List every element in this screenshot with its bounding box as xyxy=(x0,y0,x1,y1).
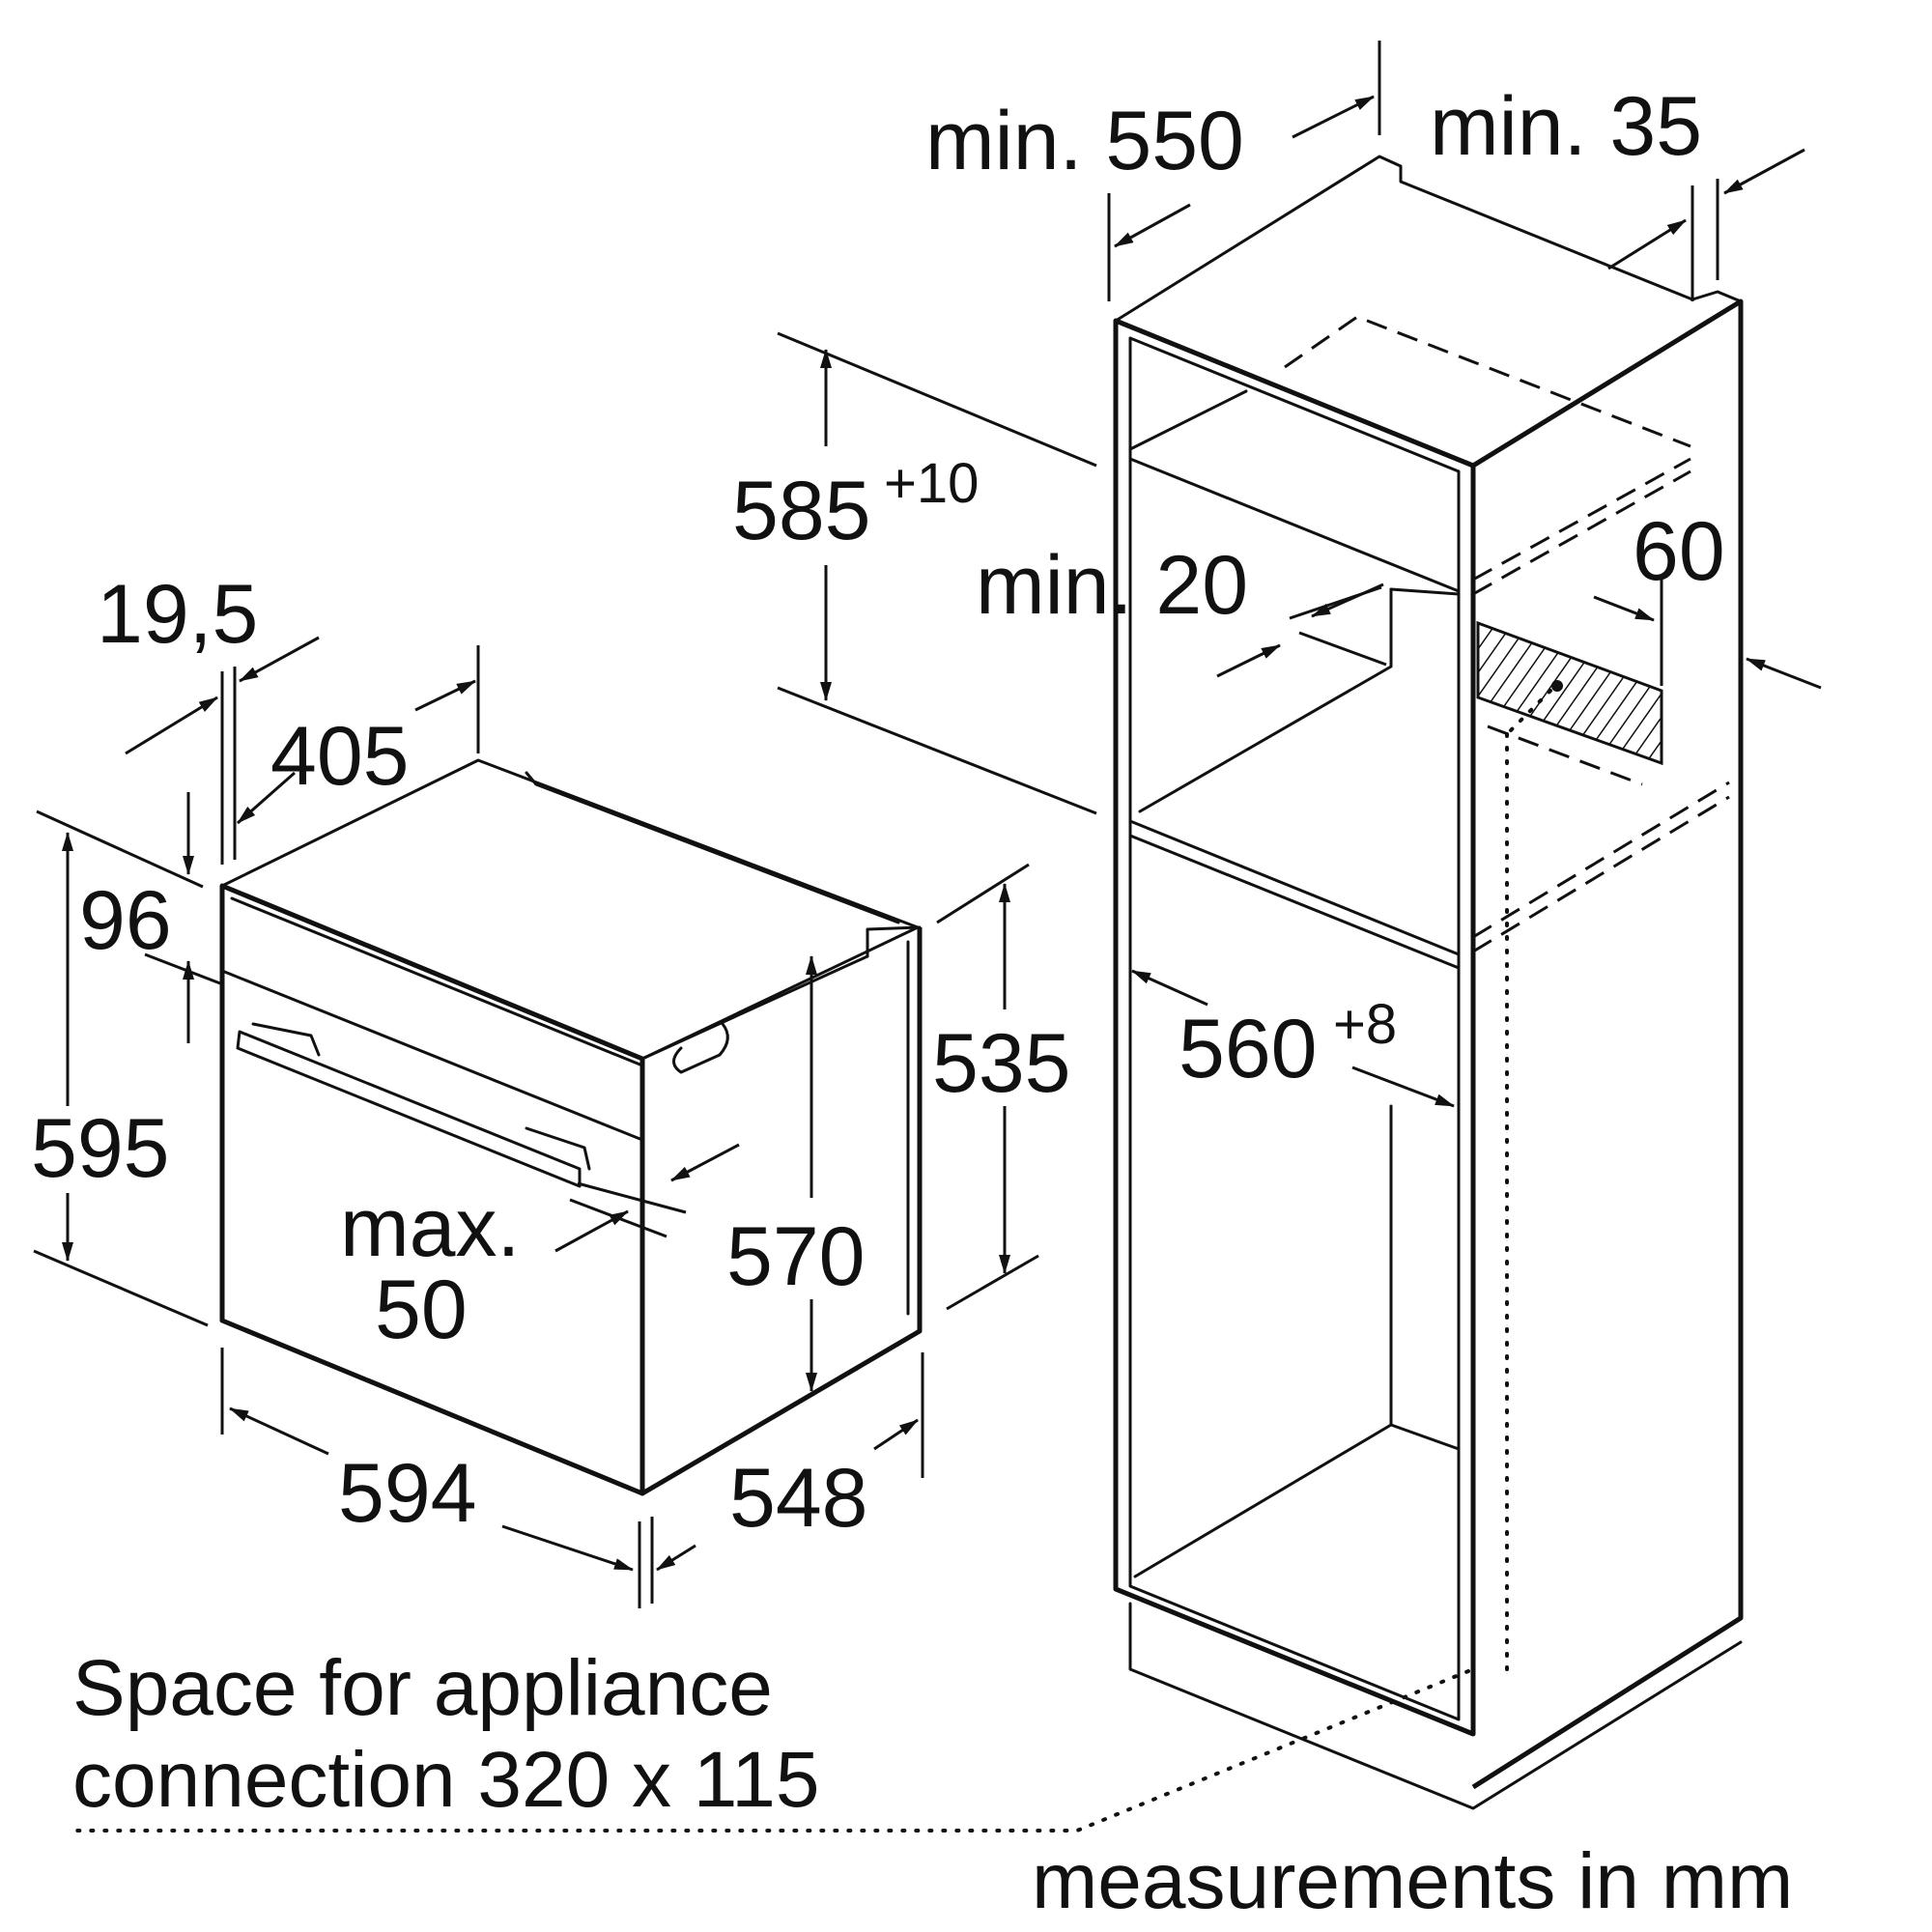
dim-arrow-594-right xyxy=(501,1524,634,1572)
cabinet-lower-floor xyxy=(1133,1423,1461,1578)
cabinet-hidden-mid xyxy=(1487,724,1643,786)
dim-arrow-max50-in xyxy=(670,1143,740,1182)
cabinet-hidden-lower-right-2 xyxy=(1472,781,1730,939)
dim-arrow-19-5-right xyxy=(239,636,320,683)
oven-mounting-clip xyxy=(672,1022,729,1074)
oven-control-panel-top xyxy=(230,896,644,1067)
dim-arrow-max50-out xyxy=(554,1209,629,1253)
dim-label-570: 570 xyxy=(726,1210,866,1303)
cabinet-shelf-upper xyxy=(1128,457,1461,593)
cabinet-top xyxy=(1114,155,1743,468)
dim-arrow-560-left xyxy=(1131,969,1208,1007)
dim-arrow-594-left xyxy=(229,1406,329,1456)
dim-arrow-560-right xyxy=(1351,1065,1455,1108)
oven-side-step-front xyxy=(640,954,869,1061)
dim-label-19-5: 19,5 xyxy=(97,568,258,661)
dim-arrow-min550-left xyxy=(1114,203,1191,248)
oven-handle-bracket-left xyxy=(251,1022,321,1057)
note-space-line2: connection 320 x 115 xyxy=(72,1736,820,1824)
connection-point xyxy=(1551,680,1563,692)
oven-side-step xyxy=(866,925,922,958)
oven-top xyxy=(220,758,920,1061)
dim-label-535: 535 xyxy=(932,1017,1071,1110)
oven-handle-bracket-right xyxy=(525,1126,591,1171)
dim-arrow-min35-right xyxy=(1723,148,1805,195)
oven-door-handle xyxy=(236,1030,582,1188)
appliance-connection-area xyxy=(1476,620,1663,766)
dim-arrow-19-5-left xyxy=(125,696,218,755)
oven-drawing xyxy=(219,758,923,1496)
connection-dotted-vertical-2 xyxy=(1505,689,1552,736)
cabinet-niche-back-vertical xyxy=(1389,587,1461,596)
dim-label-560-tolerance: +8 xyxy=(1333,993,1397,1056)
dim-label-560: 560 xyxy=(1179,1003,1318,1095)
dim-label-585: 585 xyxy=(732,465,871,557)
dim-label-595: 595 xyxy=(31,1102,170,1195)
dim-label-96: 96 xyxy=(79,874,172,967)
cabinet-hidden-upper-right-2 xyxy=(1472,469,1691,596)
dim-arrow-405-right xyxy=(414,679,476,712)
note-units: measurements in mm xyxy=(1032,1837,1793,1925)
cabinet-shelf-niche-front xyxy=(1128,834,1461,970)
dim-label-405: 405 xyxy=(270,710,410,803)
dim-label-min550: min. 550 xyxy=(925,95,1244,187)
cabinet-dimensions: min. 550 min. 35 585 +10 min. 20 60 560 … xyxy=(732,41,1822,1108)
cabinet-niche-back-diag xyxy=(1138,587,1393,813)
dim-label-max-line2: 50 xyxy=(375,1264,468,1356)
cabinet-shelf-niche-top xyxy=(1128,819,1461,956)
cabinet-front-inner xyxy=(1128,336,1461,1721)
cabinet-hidden-upper-right xyxy=(1472,457,1691,582)
note-space-line1: Space for appliance xyxy=(72,1644,773,1732)
dim-arrow-min20-in xyxy=(1311,582,1384,618)
oven-dimensions: 19,5 405 595 96 535 570 max. 50 xyxy=(31,568,1071,1608)
dim-arrow-60-right xyxy=(1593,595,1655,622)
dim-label-60: 60 xyxy=(1633,505,1725,598)
oven-top-back-trim xyxy=(525,771,900,924)
cabinet-shelf-upper-back xyxy=(1128,389,1248,451)
cabinet-plinth xyxy=(1128,1602,1743,1810)
connection-dotted-floor xyxy=(75,1669,1470,1833)
dim-arrow-60-left xyxy=(1746,657,1822,690)
cabinet-drawing xyxy=(75,155,1744,1833)
dim-arrow-min550-right xyxy=(1292,95,1375,139)
dim-arrow-min35-left xyxy=(1607,218,1687,270)
dim-label-594: 594 xyxy=(338,1447,477,1540)
dim-label-min20: min. 20 xyxy=(976,539,1248,632)
dim-label-min35: min. 35 xyxy=(1430,80,1702,173)
dim-arrow-548-right xyxy=(873,1418,919,1451)
cabinet-hidden-lower-right xyxy=(1472,795,1730,953)
oven-control-panel-line xyxy=(220,969,644,1142)
cabinet-front-outer xyxy=(1113,318,1476,1737)
dim-arrow-405-left xyxy=(237,771,296,825)
cabinet-side xyxy=(1471,298,1744,1790)
dim-arrow-min20-out xyxy=(1216,643,1281,678)
dim-label-585-tolerance: +10 xyxy=(884,452,979,515)
dim-label-548: 548 xyxy=(729,1452,868,1545)
dim-label-max-line1: max. xyxy=(340,1181,520,1274)
dim-arrow-548-left xyxy=(656,1544,696,1572)
